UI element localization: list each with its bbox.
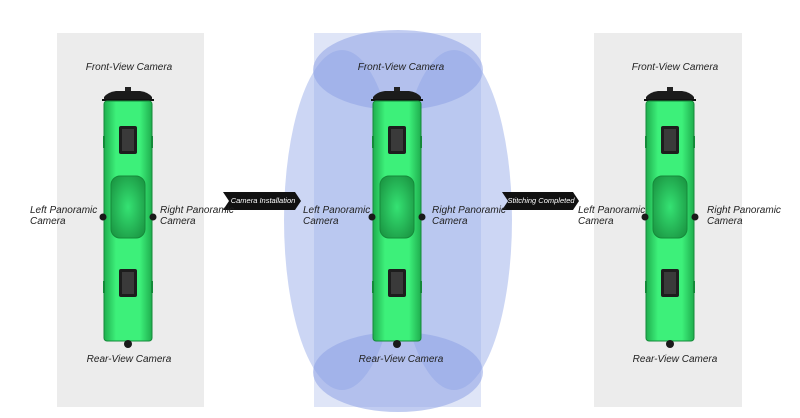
rear-camera-label: Rear-View Camera [358, 354, 444, 365]
arrow-label-step2: Stitching Completed [507, 196, 575, 205]
arrow-stitching-completed [502, 192, 579, 210]
arrow-camera-installation [223, 192, 301, 210]
front-camera-label: Front-View Camera [357, 62, 445, 73]
left-coverage-zone [284, 50, 400, 390]
bus-stitched [640, 86, 700, 349]
right-coverage-zone [396, 50, 512, 390]
rear-coverage-zone [313, 332, 483, 412]
rear-camera-label: Rear-View Camera [86, 354, 172, 365]
front-coverage-zone [313, 30, 483, 110]
coverage-zones [284, 30, 512, 412]
arrow-label-step1: Camera Installation [230, 196, 296, 205]
front-camera-label: Front-View Camera [631, 62, 719, 73]
bus-installed [367, 86, 427, 349]
front-camera-label: Front-View Camera [85, 62, 173, 73]
rear-camera-label: Rear-View Camera [632, 354, 718, 365]
bus-before [98, 86, 158, 349]
